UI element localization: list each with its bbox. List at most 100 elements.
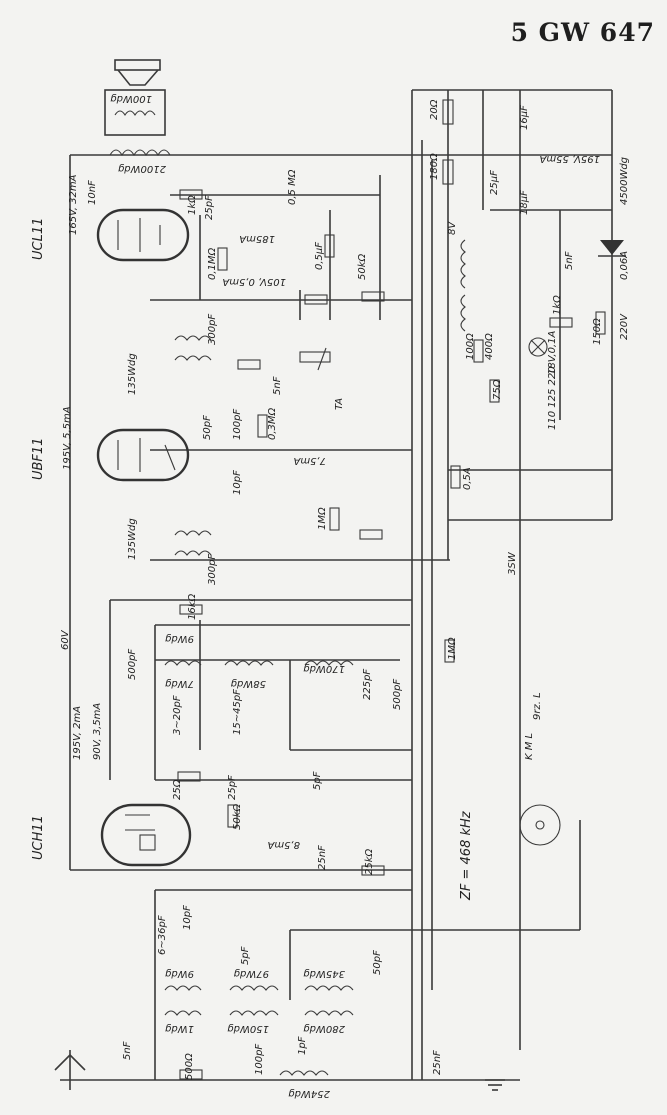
speaker-icon: [104, 59, 166, 136]
power-choke-coils: [460, 239, 466, 332]
ucl11-screen: 105V, 0,5mA: [222, 276, 286, 287]
label-components-r_05: 0,5 MΩ: [287, 169, 298, 205]
label-components-c_18: 18μF: [519, 190, 530, 215]
label-components-ant_345: 345Wdg: [303, 968, 345, 979]
component-labels: UCL11 165V, 32mA 105V, 0,5mA UBF11 195V,…: [31, 93, 630, 1099]
model-title: 5 GW 647: [510, 18, 655, 47]
label-components-c_225: 225pF: [362, 669, 373, 700]
label-components-c_16: 16μF: [519, 105, 530, 130]
label-components-r_75: 75Ω: [492, 379, 503, 400]
if-frequency: ZF = 468 kHz: [459, 810, 474, 901]
label-components-c_25p: 25pF: [204, 195, 215, 220]
label-components-c_25nf: 25nF: [317, 845, 328, 870]
label-components-ant_280: 280Wdg: [303, 1023, 345, 1034]
label-components-r_25: 25Ω: [172, 779, 183, 800]
label-components-c_5nb: 5nF: [272, 376, 283, 395]
label-components-c_25: 25μF: [489, 170, 500, 195]
label-components-ant_254: 254Wdg: [288, 1088, 330, 1099]
label-components-r_1k: 1kΩ: [552, 295, 563, 315]
label-components-r_180: 180Ω: [429, 153, 440, 180]
label-components-ant_6_36: 6~36pF: [157, 915, 168, 955]
label-components-r_150: 150Ω: [592, 318, 603, 345]
label-components-r_03: 0,3MΩ: [267, 407, 278, 440]
gerz-label: 9rz. L: [532, 692, 543, 720]
label-components-ifc_300a: 300pF: [207, 314, 218, 345]
label-components-ant_97: 97Wdg: [234, 968, 269, 979]
label-components-r_50k2: 50kΩ: [232, 803, 243, 830]
b60-label: 60V: [60, 629, 71, 650]
label-components-c_5n: 5nF: [564, 251, 575, 270]
mains-switch-label: 3SW: [507, 551, 518, 575]
uch11-osc: 90V, 3,5mA: [92, 703, 103, 760]
ground-icon: [485, 1079, 505, 1091]
label-components-ifc_135a: 135Wdg: [127, 353, 138, 395]
label-components-osc_9: 9Wdg: [165, 633, 194, 644]
label-components-ant_100p: 100pF: [254, 1044, 265, 1075]
uch11-supply: 195V, 2mA: [72, 706, 83, 760]
ucl11-plate: 165V, 32mA: [68, 174, 79, 235]
v195-label: 195V, 55mA: [539, 153, 600, 164]
label-components-r_01: 0,1MΩ: [207, 247, 218, 280]
tube-uch11: [100, 803, 192, 867]
heater-label: 8V: [447, 221, 458, 235]
label-components-fuse: 0,5A: [462, 467, 473, 490]
label-components-r_1k2: 1kΩ: [187, 195, 198, 215]
label-components-spk: 100Wdg: [110, 93, 152, 104]
tube-label-uch11: UCH11: [31, 815, 46, 860]
label-components-trim_3_20: 3~20pF: [172, 695, 183, 735]
dial-lamp-icon: [528, 337, 548, 357]
label-components-r_400: 400Ω: [484, 333, 495, 360]
band-switch-icon: [519, 804, 561, 846]
label-components-r_4500: 4500Wdg: [619, 157, 630, 205]
label-components-c_05: 0,5μF: [314, 242, 325, 270]
label-components-c_500b: 500pF: [392, 679, 403, 710]
volume-potentiometer: [299, 347, 331, 371]
label-components-r_16k: 16kΩ: [187, 593, 198, 620]
label-components-c_5p: 5pF: [312, 771, 323, 790]
label-components-ant_5n: 5nF: [122, 1041, 133, 1060]
label-components-c_25pf: 25pF: [227, 775, 238, 800]
label-components-ant_9: 9Wdg: [165, 968, 194, 979]
tube-label-ubf11: UBF11: [31, 438, 46, 480]
oscillator-coils: [164, 660, 354, 666]
label-components-r_25k: 25kΩ: [364, 848, 375, 875]
label-components-r_100: 100Ω: [465, 333, 476, 360]
label-components-c_5pf: 5pF: [240, 946, 251, 965]
label-components-ta: TA: [334, 398, 345, 410]
if-transformer-coils: [174, 335, 212, 556]
output-transformer-coil: [109, 149, 171, 157]
label-components-ant_500: 500Ω: [184, 1053, 195, 1080]
label-components-ant_50: 50pF: [372, 950, 383, 975]
bus-lines: [60, 89, 613, 1081]
label-components-c_25n2: 25nF: [432, 1050, 443, 1075]
tube-ubf11: [96, 428, 190, 482]
ubf11-current: 7,5mA: [293, 455, 326, 466]
label-components-osc_7: 7Wdg: [165, 678, 194, 689]
label-components-ant_1p: 1pF: [297, 1036, 308, 1055]
tube-ucl11: [96, 208, 190, 262]
label-components-ant_1: 1Wdg: [165, 1023, 194, 1034]
antenna-icon: [54, 1050, 86, 1090]
label-components-c_100p: 100pF: [232, 409, 243, 440]
label-components-trim_15_45: 15~45pF: [232, 689, 243, 735]
label-components-osc_58: 58Wdg: [231, 678, 266, 689]
label-components-ant_10: 10pF: [182, 905, 193, 930]
label-components-ant_150: 150Wdg: [227, 1023, 269, 1034]
label-components-c_10n: 10nF: [87, 180, 98, 205]
range-label: K M L: [524, 733, 535, 760]
label-components-taps: 110 125 220: [547, 366, 558, 430]
ubf11-supply: 195V, 5,5mA: [62, 406, 73, 470]
rectifier-diode-icon: [598, 240, 626, 257]
label-components-diode: 0,06A: [619, 251, 630, 280]
label-components-r_185: 185mA: [239, 233, 275, 244]
label-components-out_tr: 2100Wdg: [118, 163, 166, 174]
resistors: [177, 99, 606, 1080]
label-components-lamp: 18V,0,1A: [547, 331, 558, 376]
label-components-osc_170: 170Wdg: [303, 663, 345, 674]
label-components-ifc_135b: 135Wdg: [127, 518, 138, 560]
label-components-r_1mb: 1MΩ: [317, 507, 328, 530]
label-components-c_10p: 10pF: [232, 470, 243, 495]
label-components-mains: 220V: [619, 313, 630, 340]
label-components-ifc_300b: 300pF: [207, 554, 218, 585]
